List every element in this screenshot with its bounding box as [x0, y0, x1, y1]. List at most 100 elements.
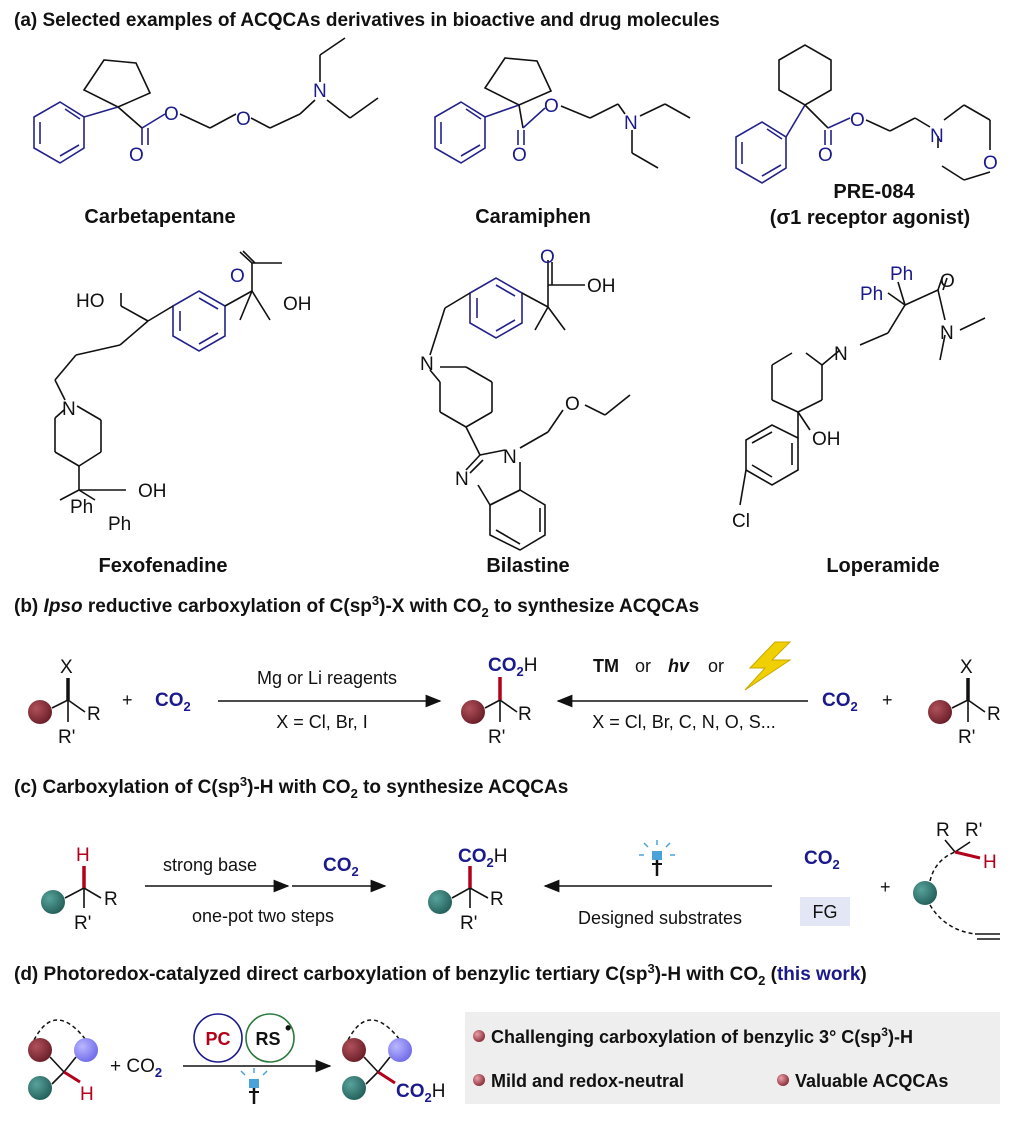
light-source-icon [639, 840, 675, 876]
co2-label: CO2 [804, 848, 840, 872]
atom-h: H [76, 845, 90, 866]
co2h-label: CO2H [458, 846, 507, 870]
substituent-ball [913, 881, 937, 905]
scheme-c: H R R' strong base CO2 one-pot two steps… [41, 820, 1000, 940]
pre084-structure: O O N O [735, 44, 998, 184]
atom-x: X [60, 657, 73, 678]
atom-ph: Ph [890, 264, 913, 285]
atom-o: O [850, 110, 865, 131]
atom-n: N [940, 323, 954, 344]
co2-label: CO2 [155, 690, 191, 714]
electricity-bolt-icon [744, 641, 792, 691]
atom-o: O [544, 96, 559, 117]
atom-o: O [940, 271, 955, 292]
atom-o: O [230, 266, 245, 287]
section-a-title: (a) Selected examples of ACQCAs derivati… [14, 10, 720, 31]
atom-oh: OH [587, 276, 616, 297]
feature-item: Challenging carboxylation of benzylic 3°… [491, 1025, 913, 1047]
substituent-ball [428, 890, 452, 914]
substituent-ball [342, 1076, 366, 1100]
atom-rprime: R' [460, 913, 477, 934]
co2h-label: CO2H [396, 1081, 445, 1105]
atom-o: O [164, 104, 179, 125]
catalytic-cycle-rs [245, 1013, 295, 1063]
scheme-b: X R R' + CO2 Mg or Li reagents X = Cl, B… [28, 641, 1001, 748]
feature-item: Valuable ACQCAs [795, 1071, 948, 1091]
bullet-icon [777, 1074, 789, 1086]
atom-ph: Ph [860, 284, 883, 305]
substituent-ball [74, 1038, 98, 1062]
carbetapentane-structure: O O O N [33, 37, 379, 166]
atom-rprime: R' [958, 727, 975, 748]
bullet-icon [473, 1030, 485, 1042]
arrow-condition: Designed substrates [578, 908, 742, 928]
atom-n: N [420, 354, 434, 375]
loperamide-structure: Ph Ph O N N OH Cl [732, 264, 986, 532]
atom-oh: OH [138, 481, 167, 502]
caramiphen-structure: O O N [434, 57, 691, 169]
section-c-title: (c) Carboxylation of C(sp3)-H with CO2 t… [14, 774, 568, 801]
substituent-ball [41, 890, 65, 914]
section-d-title: (d) Photoredox-catalyzed direct carboxyl… [14, 961, 867, 988]
fg-label: FG [813, 902, 838, 922]
pre084-note: (σ1 receptor agonist) [770, 207, 970, 229]
arrow-condition: one-pot two steps [192, 906, 334, 926]
atom-rprime: R' [488, 727, 505, 748]
plus-sign: + [122, 690, 133, 710]
arrow-condition: strong base [163, 855, 257, 875]
atom-n: N [930, 126, 944, 147]
atom-n: N [313, 81, 327, 102]
atom-o: O [540, 247, 555, 268]
atom-o: O [565, 394, 580, 415]
co2h-label: CO2H [488, 655, 537, 679]
substituent-ball [28, 1076, 52, 1100]
atom-n: N [455, 469, 469, 490]
loperamide-label: Loperamide [826, 555, 939, 577]
or-label: or [708, 656, 724, 676]
atom-o: O [236, 109, 251, 130]
atom-n: N [62, 399, 76, 420]
tm-label: TM [593, 656, 619, 676]
plus-sign: + [880, 877, 891, 897]
rs-label: RS [255, 1029, 280, 1049]
atom-ph: Ph [70, 497, 93, 518]
carbetapentane-label: Carbetapentane [84, 206, 235, 228]
co2-label: CO2 [822, 690, 858, 714]
atom-h: H [80, 1084, 94, 1105]
substituent-ball [28, 700, 52, 724]
bullet-icon [473, 1074, 485, 1086]
atom-r: R [490, 889, 504, 910]
substituent-ball [342, 1038, 366, 1062]
atom-cl: Cl [732, 511, 750, 532]
rs-radical-dot: • [285, 1018, 291, 1038]
arrow-condition: X = Cl, Br, C, N, O, S... [592, 712, 776, 732]
atom-rprime: R' [965, 820, 982, 841]
pc-label: PC [205, 1029, 230, 1049]
light-source-icon [240, 1068, 268, 1104]
substituent-ball [461, 700, 485, 724]
fexofenadine-structure: HO O OH N OH Ph Ph [54, 250, 312, 535]
atom-o: O [512, 145, 527, 166]
fexofenadine-label: Fexofenadine [99, 555, 228, 577]
section-b-title: (b) Ipso reductive carboxylation of C(sp… [14, 593, 699, 620]
substituent-ball [388, 1038, 412, 1062]
atom-n: N [834, 344, 848, 365]
arrow-condition: X = Cl, Br, I [276, 712, 368, 732]
atom-r: R [987, 704, 1001, 725]
atom-rprime: R' [74, 913, 91, 934]
atom-oh: OH [283, 294, 312, 315]
atom-r: R [936, 820, 950, 841]
atom-o: O [983, 153, 998, 174]
bilastine-label: Bilastine [486, 555, 569, 577]
pre084-label: PRE-084 [833, 181, 915, 203]
atom-n: N [624, 113, 638, 134]
hv-label: hv [668, 656, 690, 676]
atom-r: R [104, 889, 118, 910]
substituent-ball [928, 700, 952, 724]
or-label: or [635, 656, 651, 676]
atom-r: R [87, 704, 101, 725]
atom-o: O [129, 145, 144, 166]
atom-rprime: R' [58, 727, 75, 748]
features-panel [465, 1012, 1000, 1104]
